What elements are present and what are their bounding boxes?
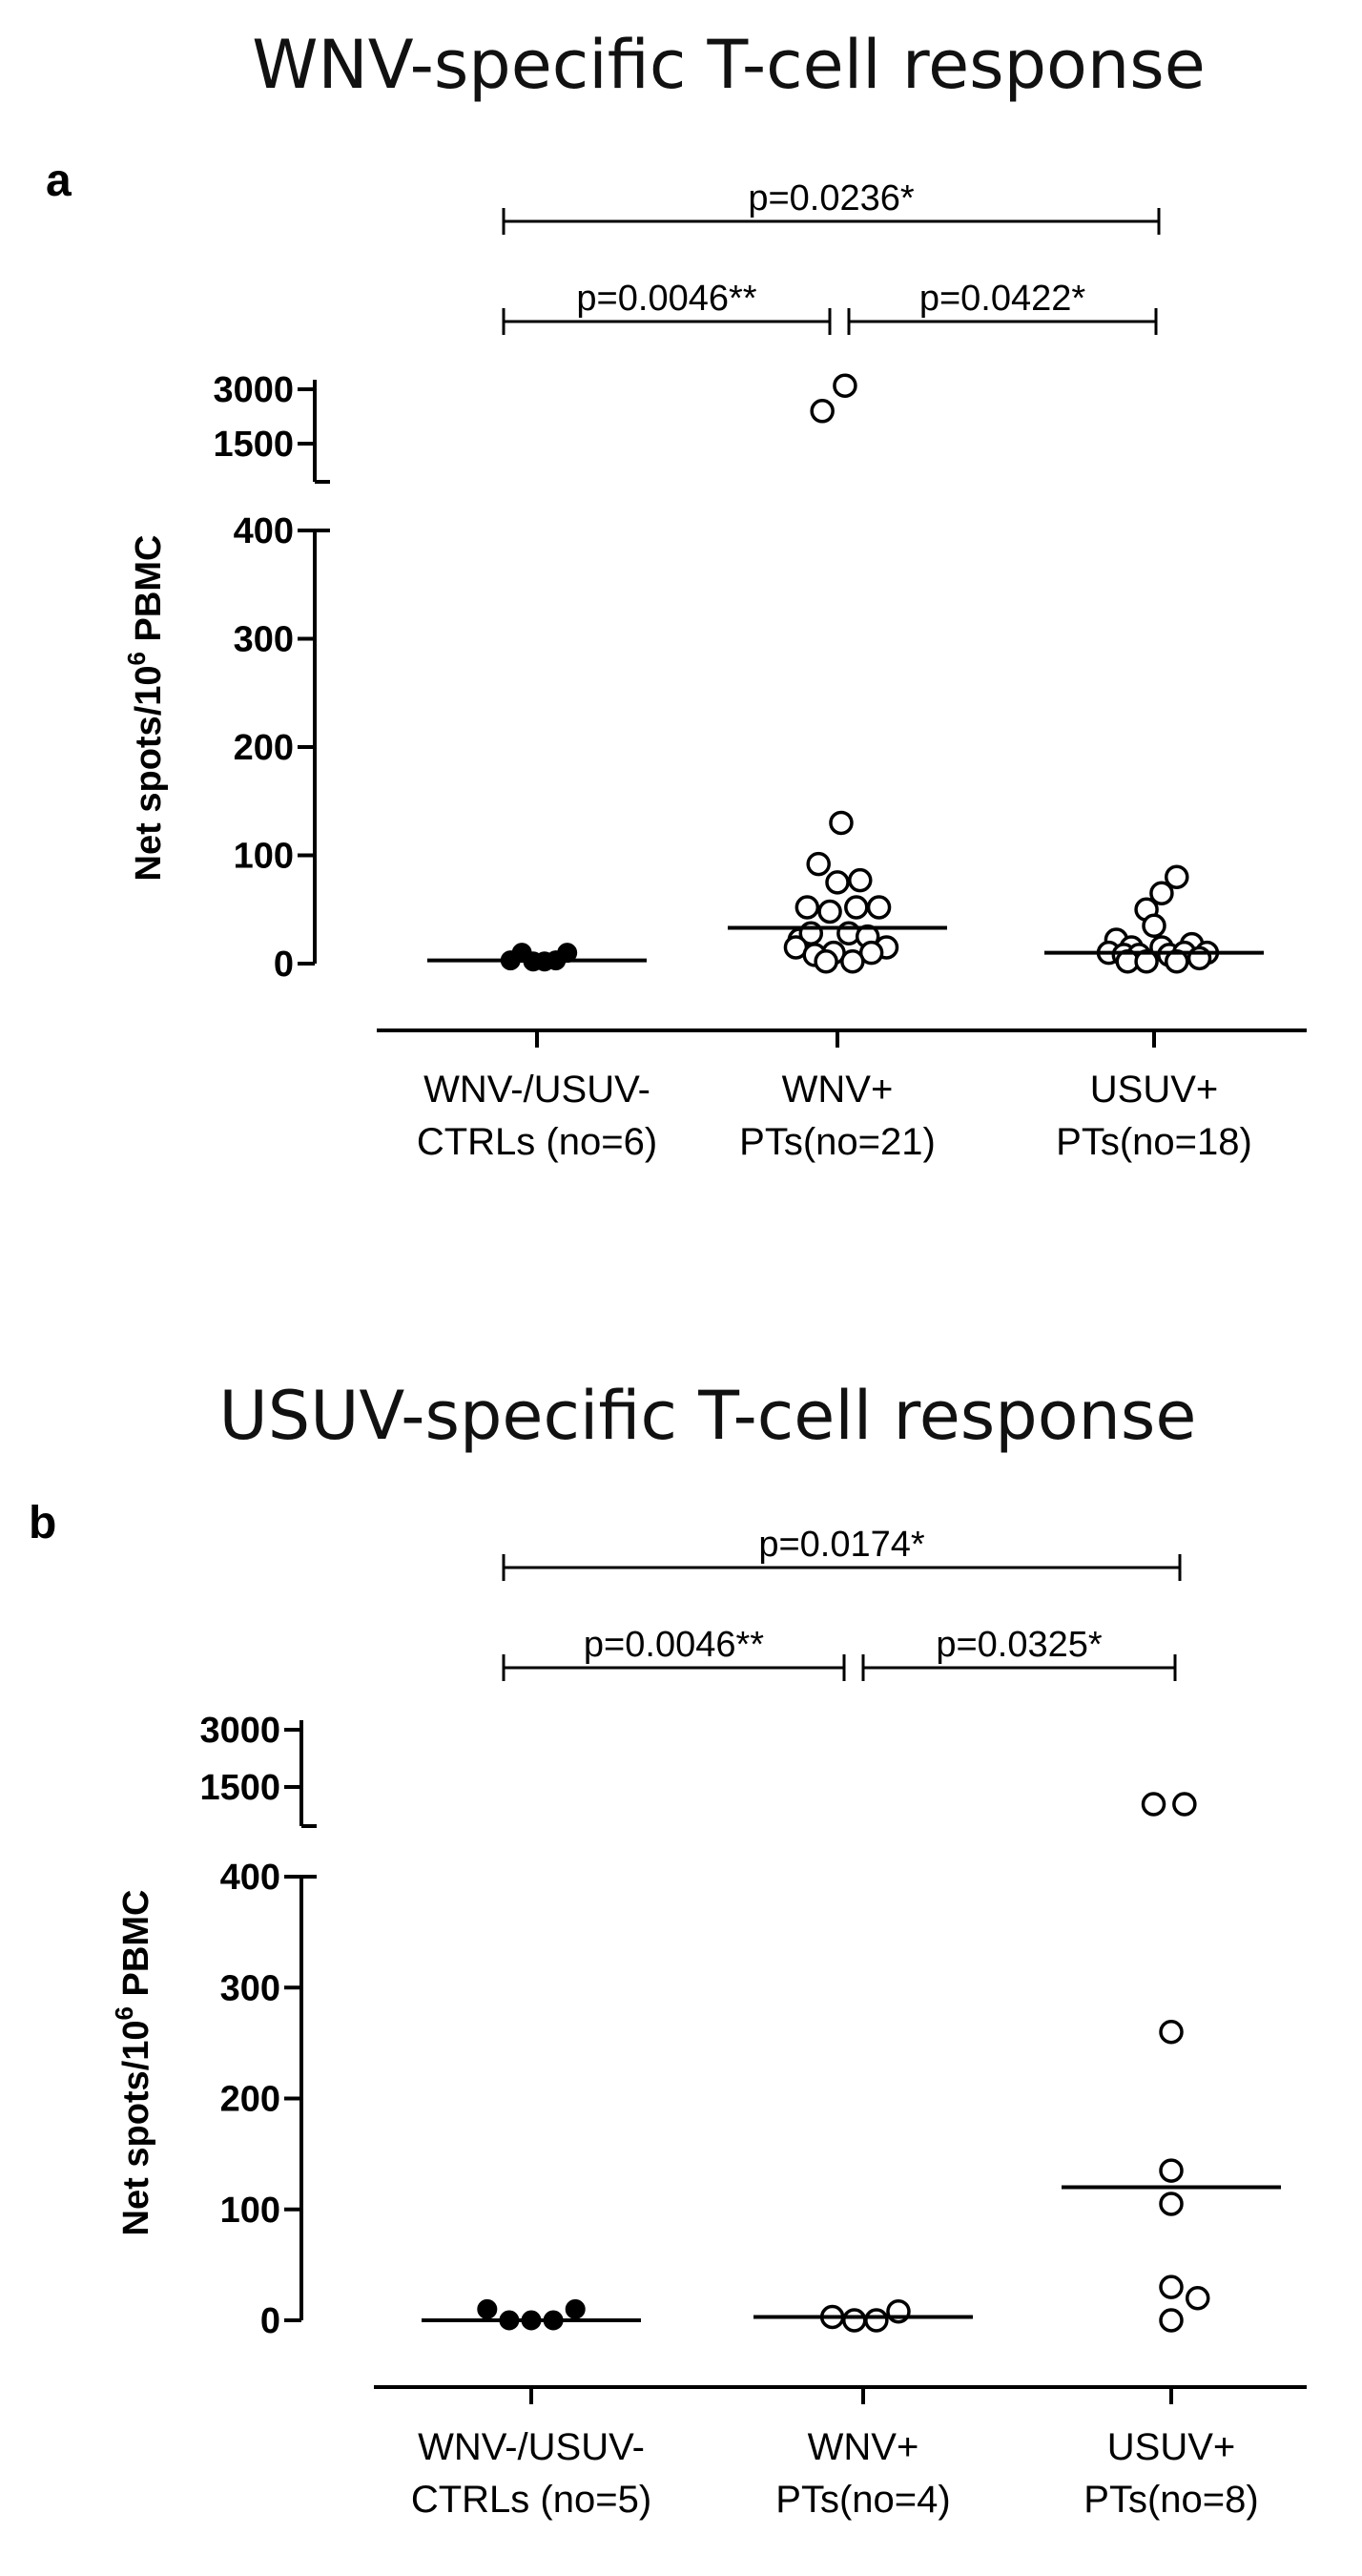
panel-b-significance-brackets: p=0.0174* p=0.0046** p=0.0325* <box>502 1525 1182 1681</box>
panel-b-title: USUV-specific T-cell response <box>219 1377 1197 1455</box>
b-y-tick-label: 0 <box>260 2301 280 2341</box>
b-y-tick-label: 3000 <box>199 1711 280 1751</box>
a-y-tick-label: 400 <box>234 511 294 551</box>
a-y-tick-label: 3000 <box>213 370 294 410</box>
panel-a-label: a <box>46 156 72 206</box>
panel-b-points <box>422 1792 1281 2333</box>
a-category-label-line1: WNV+ <box>782 1069 894 1111</box>
panel-a-category-labels: WNV-/USUV- CTRLs (no=6) WNV+ PTs(no=21) USUV… <box>417 1069 1252 1163</box>
b-y-tick-label: 300 <box>220 1968 280 2008</box>
panel-a-title: WNV-specific T-cell response <box>252 26 1206 104</box>
b-y-tick-label: 400 <box>220 1858 280 1898</box>
a-data-point <box>806 851 831 877</box>
a-data-point <box>844 895 869 920</box>
b-category-label-line2: PTs(no=8) <box>1083 2479 1258 2521</box>
b-data-point <box>565 2298 586 2319</box>
a-data-point <box>1149 881 1174 905</box>
a-data-point <box>1165 864 1189 889</box>
a-category-label-line2: PTs(no=21) <box>739 1121 936 1163</box>
a-p-value-label: p=0.0236* <box>748 178 915 218</box>
panel-a-points <box>427 373 1264 974</box>
b-category-label-line2: PTs(no=4) <box>775 2479 950 2521</box>
panel-a-y-axis-label: Net spots/106 PBMC <box>122 535 169 882</box>
b-y-tick-label: 1500 <box>199 1768 280 1808</box>
a-y-tick-label: 100 <box>234 837 294 877</box>
panel-b-label: b <box>29 1498 56 1548</box>
a-data-point <box>817 899 842 924</box>
panel-a-significance-brackets: p=0.0236* p=0.0046** p=0.0422* <box>502 178 1161 335</box>
panel-a: WNV-specific T-cell response a Net spots… <box>46 26 1307 1163</box>
b-y-tick-label: 200 <box>220 2080 280 2120</box>
b-data-point <box>1141 1792 1166 1817</box>
b-data-point <box>1185 2286 1210 2311</box>
a-data-point <box>825 870 850 895</box>
a-category-label-line2: CTRLs (no=6) <box>417 1121 657 1163</box>
a-category-label-line1: USUV+ <box>1090 1069 1219 1111</box>
a-y-tick-label: 300 <box>234 620 294 660</box>
b-data-point <box>1159 2158 1184 2183</box>
panel-b: USUV-specific T-cell response b Net spot… <box>29 1377 1307 2521</box>
b-category-label-line2: CTRLs (no=5) <box>411 2479 651 2521</box>
b-data-point <box>1159 2308 1184 2333</box>
a-data-point <box>848 867 873 893</box>
a-data-point <box>829 810 854 836</box>
b-category-label-line1: USUV+ <box>1107 2426 1236 2468</box>
b-data-point <box>1172 1792 1197 1817</box>
b-data-point <box>1159 2275 1184 2299</box>
a-y-tick-label: 0 <box>274 945 294 985</box>
b-category-label-line1: WNV+ <box>808 2426 919 2468</box>
panel-a-axes: 0 100 200 300 400 1500 3000 <box>213 370 1307 1048</box>
b-data-point <box>1159 2192 1184 2216</box>
b-data-point <box>864 2308 889 2333</box>
a-data-point <box>810 399 835 424</box>
a-category-label-line2: PTs(no=18) <box>1056 1121 1252 1163</box>
b-data-point <box>842 2308 867 2333</box>
a-y-tick-label: 1500 <box>213 425 294 465</box>
a-data-point <box>833 373 857 398</box>
b-category-label-line1: WNV-/USUV- <box>418 2426 645 2468</box>
panel-b-y-axis-label: Net spots/106 PBMC <box>110 1890 156 2236</box>
a-p-value-label: p=0.0046** <box>576 279 756 319</box>
panel-b-axes: 0 100 200 300 400 1500 3000 <box>199 1711 1307 2404</box>
a-data-point <box>866 895 892 920</box>
b-p-value-label: p=0.0174* <box>758 1525 925 1565</box>
a-data-point <box>1142 913 1166 939</box>
panel-b-category-labels: WNV-/USUV- CTRLs (no=5) WNV+ PTs(no=4) USUV+… <box>411 2426 1259 2521</box>
a-data-point <box>1187 945 1212 971</box>
a-data-point <box>794 895 820 920</box>
b-data-point <box>477 2298 498 2319</box>
b-p-value-label: p=0.0325* <box>936 1625 1103 1665</box>
a-y-tick-label: 200 <box>234 728 294 768</box>
a-p-value-label: p=0.0422* <box>919 279 1086 319</box>
a-data-point <box>814 948 838 974</box>
a-category-label-line1: WNV-/USUV- <box>423 1069 650 1111</box>
b-y-tick-label: 100 <box>220 2191 280 2231</box>
b-p-value-label: p=0.0046** <box>584 1625 764 1665</box>
b-data-point <box>1159 2020 1184 2045</box>
a-data-point <box>840 948 865 974</box>
